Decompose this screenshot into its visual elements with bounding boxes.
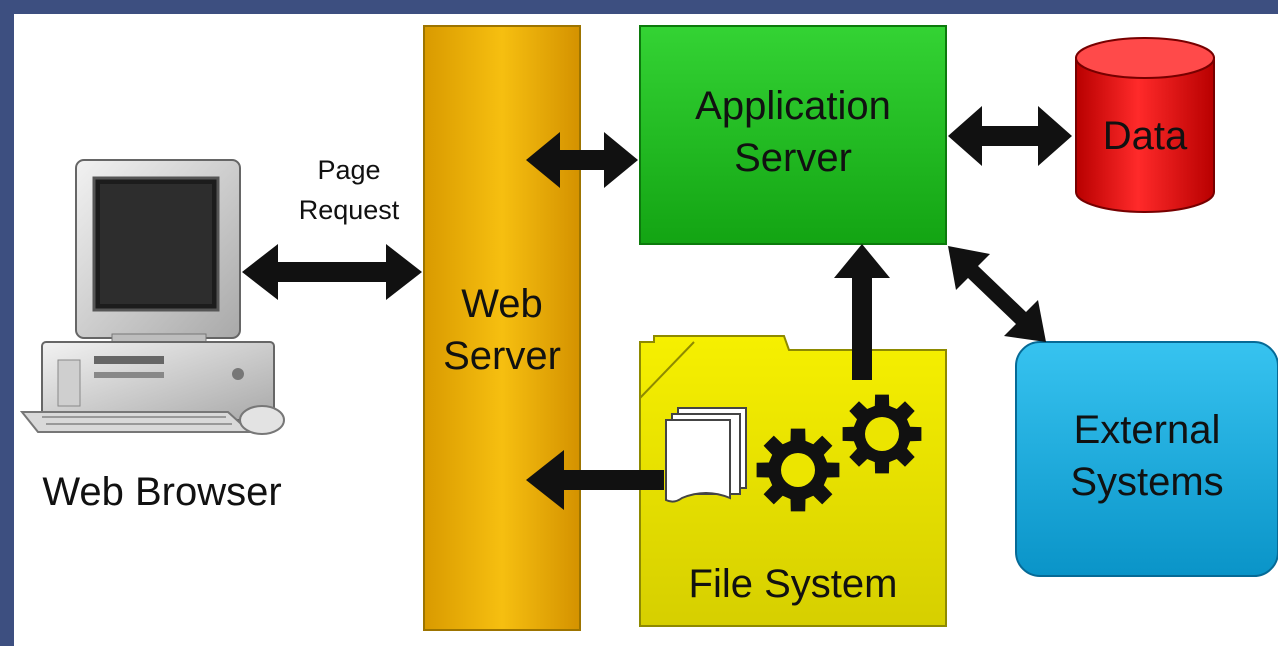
page-request-line-2: Request (298, 195, 400, 225)
computer-icon (19, 159, 285, 435)
application-server-label: Application Server (640, 80, 946, 184)
file-web-arrow (526, 450, 664, 510)
external-systems-line-2: Systems (1070, 460, 1224, 504)
data-cylinder (1075, 37, 1215, 213)
file-system-label: File System (688, 562, 898, 606)
web-server-line-1: Web (461, 282, 543, 326)
web-browser-label: Web Browser (42, 470, 282, 514)
gear-icon (756, 428, 840, 512)
diagram-canvas: Page Request Web Server Application Serv… (14, 14, 1278, 646)
web-server-box (423, 25, 581, 631)
external-systems-line-1: External (1073, 408, 1221, 452)
external-systems-box (1015, 341, 1278, 577)
application-server-box (639, 25, 947, 245)
page-request-label: Page Request (284, 150, 414, 230)
document-stack-icon (665, 407, 747, 503)
page-request-line-1: Page (317, 155, 381, 185)
gear-icon (842, 394, 922, 474)
web-app-arrow (526, 132, 638, 188)
app-data-arrow (948, 106, 1072, 166)
application-server-line-2: Server (734, 136, 852, 180)
data-label: Data (1102, 114, 1188, 158)
web-server-label: Web Server (424, 278, 580, 382)
architecture-diagram (19, 25, 1278, 631)
page-request-arrow (242, 244, 422, 300)
application-server-line-1: Application (695, 84, 891, 128)
external-systems-label: External Systems (1016, 404, 1278, 508)
app-external-arrow (948, 246, 1046, 342)
file-app-arrow (834, 244, 890, 380)
web-server-line-2: Server (443, 334, 561, 378)
